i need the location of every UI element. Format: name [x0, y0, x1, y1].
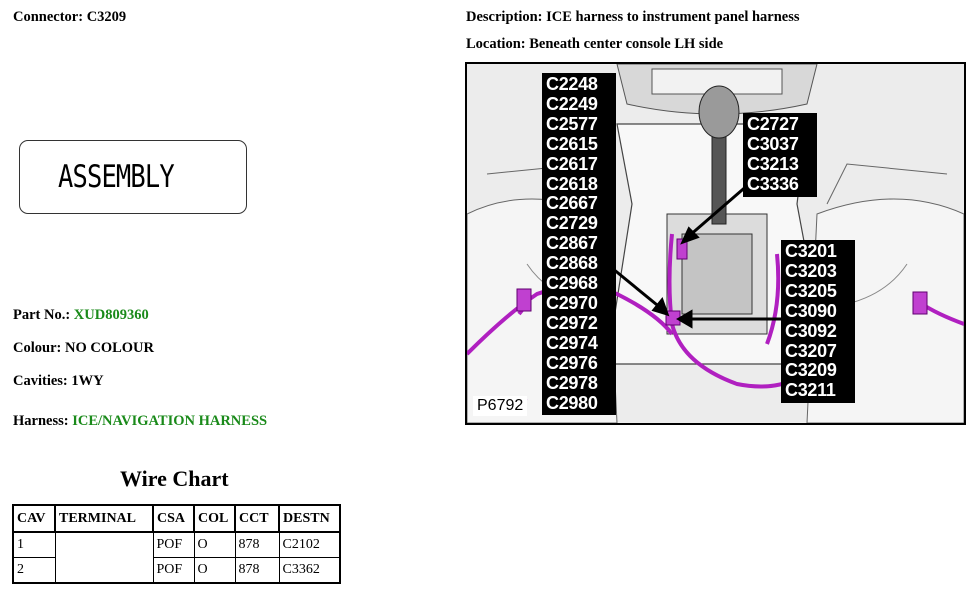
callout-code: C3092 — [785, 320, 837, 341]
harness-label: Harness: — [13, 413, 69, 429]
header-csa: CSA — [152, 504, 195, 533]
callout-code: C2729 — [546, 213, 598, 234]
cavities-label: Cavities: — [13, 373, 68, 389]
callout-code: C3336 — [747, 173, 799, 194]
callout-code: C3205 — [785, 280, 837, 301]
callout-code: C2248 — [546, 74, 598, 94]
callout-code: C2976 — [546, 352, 598, 373]
location-value: Beneath center console LH side — [529, 36, 724, 52]
cell-col: O — [193, 557, 236, 584]
part-no-label: Part No.: — [13, 307, 71, 323]
callout-code: C2868 — [546, 253, 598, 274]
header-cav: CAV — [12, 504, 56, 533]
header-terminal: TERMINAL — [54, 504, 154, 533]
description-value: ICE harness to instrument panel harness — [546, 9, 800, 25]
callout-code: C3211 — [785, 380, 836, 401]
callout-code: C3201 — [785, 241, 837, 261]
callout-code: C2249 — [546, 93, 598, 114]
location-line: Location: Beneath center console LH side — [466, 36, 723, 53]
description-line: Description: ICE harness to instrument p… — [466, 9, 800, 26]
cell-cct: 878 — [234, 557, 280, 584]
callout-code: C3037 — [747, 133, 799, 154]
cavities-value: 1WY — [71, 373, 104, 389]
connector-line: Connector: C3209 — [13, 9, 126, 26]
callout-code: C2617 — [546, 153, 598, 174]
harness-link[interactable]: ICE/NAVIGATION HARNESS — [72, 413, 268, 429]
callout-code: C2972 — [546, 312, 598, 333]
cell-terminal — [54, 531, 154, 584]
callout-code: C3207 — [785, 340, 837, 361]
callout-code: C2667 — [546, 193, 598, 214]
cell-destn: C3362 — [278, 557, 341, 584]
assembly-label: ASSEMBLY — [58, 159, 175, 195]
callout-code: C2980 — [546, 392, 598, 413]
table-row: 2 POF O 878 C3362 — [12, 557, 341, 584]
header-col: COL — [193, 504, 236, 533]
callout-code: C2618 — [546, 173, 598, 194]
callout-code: C3213 — [747, 153, 799, 174]
callout-code: C2968 — [546, 273, 598, 294]
cavities-line: Cavities: 1WY — [13, 373, 104, 390]
cell-csa: POF — [152, 531, 195, 558]
callout-code: C2577 — [546, 113, 598, 134]
colour-label: Colour: — [13, 340, 62, 356]
assembly-image: ASSEMBLY — [19, 140, 247, 214]
callout-code: C2970 — [546, 292, 598, 313]
cell-cav: 2 — [12, 557, 56, 584]
connector-label: Connector: — [13, 9, 84, 25]
callout-code: C3090 — [785, 300, 837, 321]
location-label: Location: — [466, 36, 526, 52]
harness-line: Harness: ICE/NAVIGATION HARNESS — [13, 413, 267, 430]
callout-code: C3209 — [785, 360, 837, 381]
callout-code: C3203 — [785, 260, 837, 281]
header-destn: DESTN — [278, 504, 341, 533]
connector-value: C3209 — [86, 9, 127, 25]
figure-id: P6792 — [473, 396, 528, 416]
table-header-row: CAV TERMINAL CSA COL CCT DESTN — [12, 504, 341, 533]
part-no-line: Part No.: XUD809360 — [13, 307, 149, 324]
colour-value: NO COLOUR — [64, 340, 154, 356]
callout-code: C2974 — [546, 332, 598, 353]
cell-csa: POF — [152, 557, 195, 584]
wire-chart-table: CAV TERMINAL CSA COL CCT DESTN 1 POF O 8… — [12, 504, 341, 584]
callout-code: C2867 — [546, 233, 598, 254]
callout-code: C2978 — [546, 372, 598, 393]
colour-line: Colour: NO COLOUR — [13, 340, 154, 357]
wire-chart-title: Wire Chart — [120, 466, 229, 491]
callout-code: C2727 — [747, 114, 799, 134]
table-row: 1 POF O 878 C2102 — [12, 531, 341, 584]
description-label: Description: — [466, 9, 543, 25]
cell-col: O — [193, 531, 236, 558]
header-cct: CCT — [234, 504, 280, 533]
cell-cct: 878 — [234, 531, 280, 558]
cell-cav: 1 — [12, 531, 56, 558]
part-no-link[interactable]: XUD809360 — [73, 307, 149, 323]
cell-destn: C2102 — [278, 531, 341, 558]
callout-code: C2615 — [546, 133, 598, 154]
